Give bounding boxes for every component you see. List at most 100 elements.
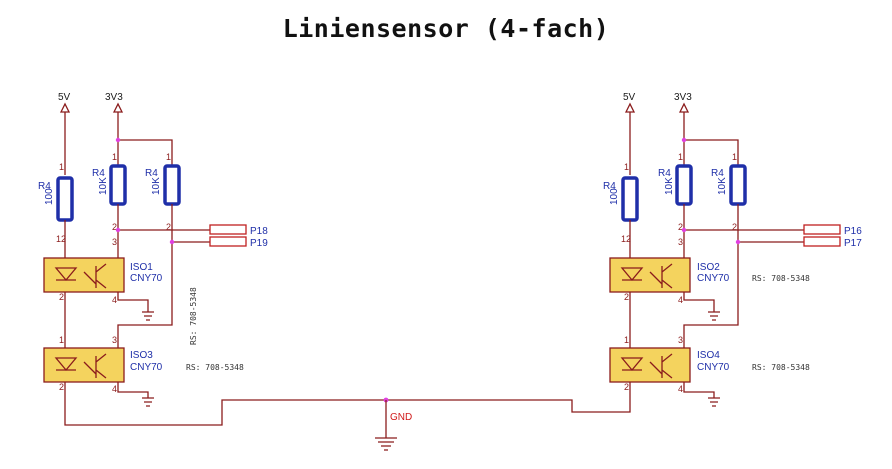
wire-iso4-gnd xyxy=(683,382,715,398)
resistor-r4-value: 100 xyxy=(609,188,620,205)
sensor-iso4-rs: RS: 708-5348 xyxy=(752,363,810,372)
pin-number: 2 xyxy=(59,382,64,392)
resistor-r6 xyxy=(729,164,747,206)
pin-number: 4 xyxy=(112,295,117,305)
sensor-iso3-part: CNY70 xyxy=(130,362,163,373)
connector-p17 xyxy=(803,236,841,247)
junction-dot xyxy=(115,137,121,143)
wire-r6-iso4 xyxy=(683,204,739,348)
pin-number: 3 xyxy=(678,237,683,247)
resistor-r1-ref: R4 xyxy=(38,181,51,192)
pin-number: 3 xyxy=(112,335,117,345)
resistor-r1-value: 100 xyxy=(44,188,55,205)
pin-number: 1 xyxy=(624,335,629,345)
power-arrow-5v-left xyxy=(59,102,71,113)
sensor-iso1-part: CNY70 xyxy=(130,273,163,284)
sensor-iso1 xyxy=(43,257,125,293)
junction-dot xyxy=(169,239,175,245)
resistor-r6-value: 10K xyxy=(717,177,728,195)
sensor-iso4-symbol xyxy=(620,353,673,379)
pin-number: 1 xyxy=(678,152,683,162)
ground-symbol xyxy=(142,311,154,321)
connector-p16-label: P16 xyxy=(844,226,862,237)
power-arrow-5v-right xyxy=(624,102,636,113)
sensor-iso2-rs: RS: 708-5348 xyxy=(752,274,810,283)
power-label-5v-right: 5V xyxy=(623,92,636,103)
wire-3v3-r3 xyxy=(118,139,173,165)
pin-number: 4 xyxy=(678,384,683,394)
pin-number: 4 xyxy=(112,384,117,394)
main-ground: GND xyxy=(375,397,412,451)
wire-left-gnd xyxy=(64,382,386,426)
sensor-iso1-ref: ISO1 xyxy=(130,262,153,273)
junction-dot xyxy=(115,227,121,233)
sensor-iso4 xyxy=(609,347,691,383)
pin-number: 1 xyxy=(112,152,117,162)
pin-number: 1 xyxy=(732,152,737,162)
wire-iso2-gnd xyxy=(683,292,715,312)
power-label-3v3-right: 3V3 xyxy=(674,92,692,103)
pin-number: 3 xyxy=(678,335,683,345)
left-circuit: 5V 3V3 R4 100 R4 10K R4 10K 1 1 1 2 2 12… xyxy=(38,92,386,426)
power-arrow-3v3-right xyxy=(678,102,690,113)
resistor-r4-ref: R4 xyxy=(603,181,616,192)
gnd-label: GND xyxy=(390,412,412,423)
junction-dot xyxy=(681,137,687,143)
sensor-iso3-symbol xyxy=(54,353,107,379)
pin-number: 12 xyxy=(56,234,66,244)
wire-r3-iso3 xyxy=(117,204,173,348)
sensor-iso2 xyxy=(609,257,691,293)
pin-number: 2 xyxy=(678,222,683,232)
pin-number: 2 xyxy=(59,292,64,302)
pin-number: 4 xyxy=(678,295,683,305)
sensor-iso2-part: CNY70 xyxy=(697,273,730,284)
pin-number: 2 xyxy=(624,292,629,302)
sensor-iso1-symbol xyxy=(54,263,107,289)
pin-number: 1 xyxy=(624,162,629,172)
connector-p19-label: P19 xyxy=(250,238,268,249)
power-arrow-3v3-left xyxy=(112,102,124,113)
resistor-r3 xyxy=(163,164,181,206)
resistor-r2-ref: R4 xyxy=(92,168,105,179)
sensor-iso2-symbol xyxy=(620,263,673,289)
sensor-iso3 xyxy=(43,347,125,383)
sensor-iso3-rs: RS: 708-5348 xyxy=(186,363,244,372)
resistor-r3-value: 10K xyxy=(151,177,162,195)
wire-iso1-gnd xyxy=(117,292,149,312)
connector-p16 xyxy=(803,224,841,235)
junction-dot xyxy=(681,227,687,233)
ground-symbol xyxy=(708,397,720,407)
diagram-title: Liniensensor (4-fach) xyxy=(282,14,610,43)
pin-number: 2 xyxy=(112,222,117,232)
resistor-r3-ref: R4 xyxy=(145,168,158,179)
wire-3v3-r6 xyxy=(684,139,739,165)
ground-symbol xyxy=(708,311,720,321)
resistor-r5-ref: R4 xyxy=(658,168,671,179)
connector-p18-label: P18 xyxy=(250,226,268,237)
pin-number: 1 xyxy=(166,152,171,162)
power-label-3v3-left: 3V3 xyxy=(105,92,123,103)
pin-number: 2 xyxy=(166,222,171,232)
resistor-r5 xyxy=(675,164,693,206)
ground-symbol-main xyxy=(375,437,397,451)
junction-dot xyxy=(735,239,741,245)
pin-number: 2 xyxy=(624,382,629,392)
resistor-r6-ref: R4 xyxy=(711,168,724,179)
connector-p17-label: P17 xyxy=(844,238,862,249)
resistor-r4 xyxy=(621,176,639,222)
connector-p19 xyxy=(209,236,247,247)
rs-number-vertical: RS: 708-5348 xyxy=(189,287,198,345)
sensor-iso4-part: CNY70 xyxy=(697,362,730,373)
wire-right-gnd xyxy=(386,382,631,413)
pin-number: 1 xyxy=(59,335,64,345)
sensor-iso4-ref: ISO4 xyxy=(697,350,720,361)
sensor-iso2-ref: ISO2 xyxy=(697,262,720,273)
power-label-5v-left: 5V xyxy=(58,92,71,103)
right-circuit: 5V 3V3 R4 100 R4 10K R4 10K 1 1 1 2 2 12… xyxy=(386,92,862,413)
resistor-r2-value: 10K xyxy=(98,177,109,195)
wire-iso3-gnd xyxy=(117,382,149,398)
pin-number: 2 xyxy=(732,222,737,232)
sensor-iso3-ref: ISO3 xyxy=(130,350,153,361)
connector-p18 xyxy=(209,224,247,235)
